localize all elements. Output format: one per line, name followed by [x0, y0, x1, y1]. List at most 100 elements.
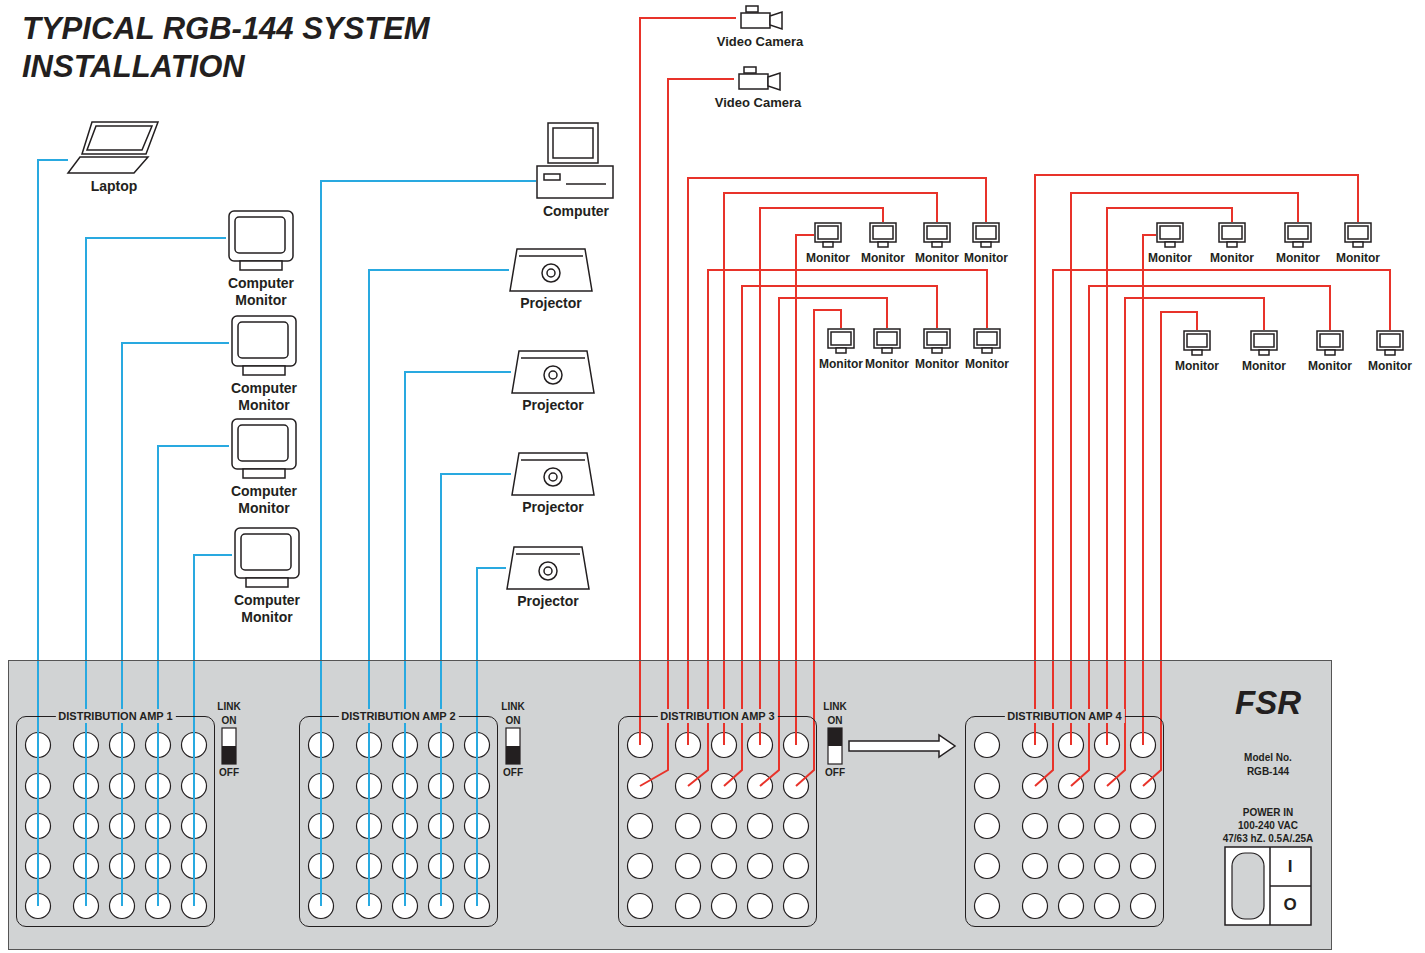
monitor-icon [1156, 222, 1184, 248]
monitor-stand [981, 242, 991, 247]
signal-cable [86, 238, 226, 906]
jack-connector [676, 814, 701, 839]
monitor-icon [923, 222, 951, 248]
monitor-case [828, 329, 854, 348]
computer-monitor [548, 123, 598, 163]
switch-body [828, 728, 842, 764]
projector-body [512, 351, 594, 393]
camera-device: Video Camera [717, 5, 803, 50]
monitor-screen [877, 332, 897, 345]
laptop-device: Laptop [68, 120, 160, 195]
switch-body [506, 728, 520, 764]
jack-connector [975, 774, 1000, 799]
projector-device: Projector [509, 248, 593, 312]
signal-cable [38, 160, 68, 906]
switch-label: ON [222, 715, 237, 727]
jack-connector [1131, 814, 1156, 839]
monitor-icon [972, 222, 1000, 248]
monitor-case [815, 223, 841, 242]
monitor-screen [238, 425, 288, 461]
crt-device: Computer Monitor [224, 418, 304, 517]
signal-cable [321, 181, 536, 906]
device-label: Projector [506, 593, 590, 610]
monitor-icon [1284, 222, 1312, 248]
device-label: Monitor [1148, 251, 1192, 265]
monitor-screen [1288, 226, 1308, 239]
chassis-panel: FSRModel No. RGB-144POWER IN100-240 VAC4… [8, 660, 1332, 950]
drive-slot [566, 183, 606, 185]
monitor-case [229, 211, 293, 261]
monitor-device: Monitor [1308, 330, 1352, 373]
projector-device: Projector [511, 452, 595, 516]
power-rating: 47/63 hZ. 0.5A/.25A [1203, 832, 1333, 845]
device-label: Monitor [915, 357, 959, 371]
diagram-title: TYPICAL RGB-144 SYSTEM INSTALLATION [22, 10, 522, 86]
monitor-icon [1250, 330, 1278, 356]
projector-lens [544, 468, 562, 486]
switch-toggle [222, 746, 236, 764]
projector-edge [521, 459, 585, 461]
monitor-case [974, 329, 1000, 348]
monitor-stand [246, 578, 288, 587]
jack-connector [1059, 814, 1084, 839]
jack-connector [1059, 894, 1084, 919]
device-label: Computer Monitor [224, 483, 304, 517]
monitor-screen [831, 332, 851, 345]
amp-heading: DISTRIBUTION AMP 4 [1004, 709, 1124, 723]
monitor-icon [1344, 222, 1372, 248]
monitor-stand [823, 242, 833, 247]
projector-edge [516, 553, 580, 555]
monitor-device: Monitor [806, 222, 850, 265]
jack-connector [1131, 894, 1156, 919]
monitor-case [1251, 331, 1277, 350]
projector-device: Projector [511, 350, 595, 414]
monitor-device: Monitor [915, 222, 959, 265]
jack-connector [1059, 854, 1084, 879]
signal-cable [760, 298, 887, 786]
monitor-screen [1254, 334, 1274, 347]
projector-lens [542, 264, 560, 282]
monitor-stand [932, 348, 942, 353]
device-label: Computer Monitor [227, 592, 307, 626]
monitor-screen [1222, 226, 1242, 239]
projector-body [507, 547, 589, 589]
switch-label: ON [506, 715, 521, 727]
device-label: Monitor [1368, 359, 1412, 373]
monitor-screen [977, 332, 997, 345]
monitor-case [232, 316, 296, 366]
monitor-screen [976, 226, 996, 239]
monitor-case [1317, 331, 1343, 350]
signal-cable [1143, 235, 1156, 745]
signal-cable [1071, 193, 1298, 745]
amp-heading: DISTRIBUTION AMP 2 [338, 709, 458, 723]
monitor-icon [873, 328, 901, 354]
monitor-device: Monitor [964, 222, 1008, 265]
monitor-stand [243, 469, 285, 478]
device-label: Monitor [915, 251, 959, 265]
jack-connector [784, 894, 809, 919]
switch-label: OFF [825, 767, 845, 779]
switch-label: LINK [501, 701, 524, 713]
chassis-ground [8, 660, 1332, 950]
signal-cable [405, 372, 511, 906]
device-label: Monitor [965, 357, 1009, 371]
monitor-icon [923, 328, 951, 354]
signal-cable [477, 568, 506, 906]
monitor-icon [1218, 222, 1246, 248]
signal-cable [1143, 312, 1197, 786]
power-box [1225, 847, 1311, 925]
projector-body [512, 453, 594, 495]
crt-device: Computer Monitor [224, 315, 304, 414]
crt-icon [229, 418, 299, 480]
computer-device: Computer [536, 122, 616, 220]
device-label: Monitor [1210, 251, 1254, 265]
monitor-stand [1325, 350, 1335, 355]
monitor-case [1345, 223, 1371, 242]
device-label: Monitor [1175, 359, 1219, 373]
signal-cable [122, 343, 229, 906]
jack-connector [748, 894, 773, 919]
monitor-case [1184, 331, 1210, 350]
switch-mark: O [1283, 895, 1296, 914]
drive-slot [544, 174, 560, 180]
camera-device: Video Camera [715, 66, 801, 111]
